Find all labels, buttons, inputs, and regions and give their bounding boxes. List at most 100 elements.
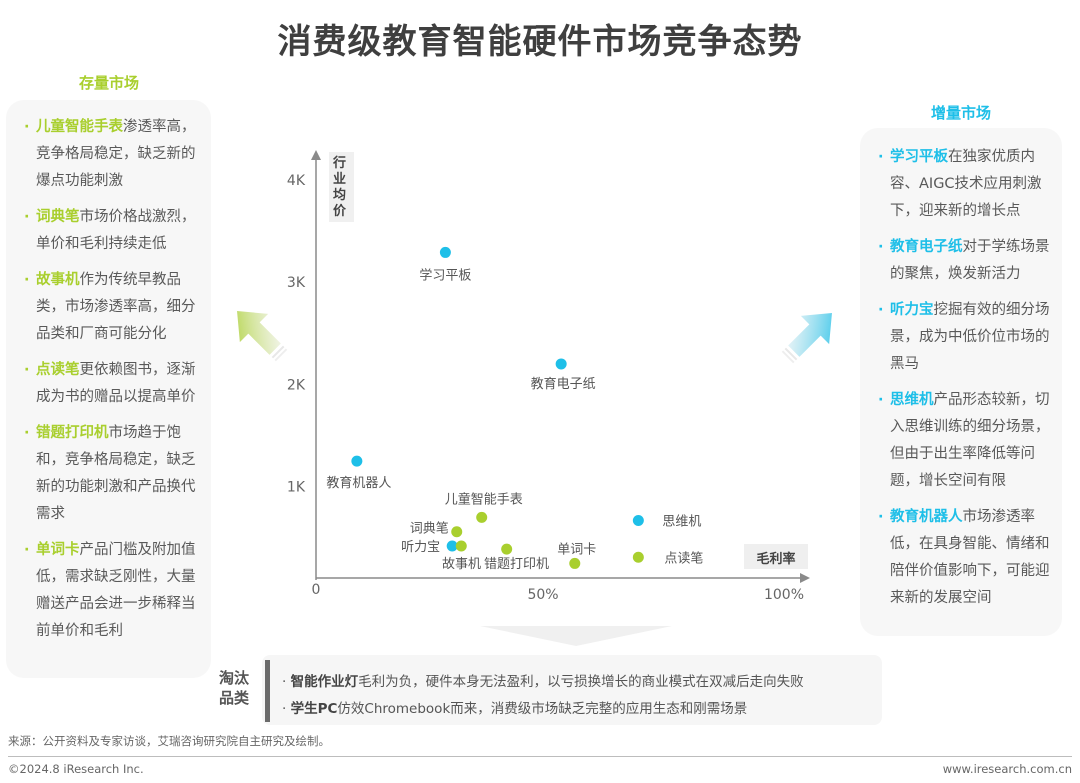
x-tick-label: 50% — [527, 587, 558, 603]
source-note: 来源：公开资料及专家访谈，艾瑞咨询研究院自主研究及绘制。 — [8, 734, 330, 748]
eliminated-item-highlight: 智能作业灯 — [290, 674, 359, 690]
down-chevron-shape — [480, 626, 672, 646]
market-item: · 教育机器人市场渗透率低，在具身智能、情绪和陪伴价值影响下，可能迎来新的发展空间 — [878, 504, 1050, 612]
market-item-text: 市场渗透率低，在具身智能、情绪和陪伴价值影响下，可能迎来新的发展空间 — [890, 509, 1050, 606]
y-tick-label: 1K — [287, 480, 306, 496]
data-point-label: 听力宝 — [401, 540, 440, 555]
market-item-highlight: 学习平板 — [890, 149, 948, 165]
stock-market-panel: ·儿童智能手表渗透率高，竞争格局稳定，缺乏新的爆点功能刺激·词典笔市场价格战激烈… — [6, 100, 211, 678]
y-axis-arrow — [311, 150, 321, 160]
data-point — [555, 358, 567, 370]
data-point-label: 教育电子纸 — [531, 376, 596, 392]
data-point — [439, 246, 451, 258]
eliminated-panel — [262, 655, 882, 725]
x-axis-arrow — [800, 573, 810, 583]
footer-divider — [8, 756, 1072, 757]
market-item-highlight: 错题打印机 — [36, 425, 109, 441]
eliminated-item-text: 毛利为负，硬件本身无法盈利，以亏损换增长的商业模式在双减后走向失败 — [358, 674, 804, 690]
market-item-highlight: 点读笔 — [36, 362, 80, 378]
growth-market-heading: 增量市场 — [930, 104, 991, 122]
market-item-highlight: 儿童智能手表 — [36, 119, 123, 135]
data-point — [455, 540, 467, 552]
y-tick-label: 3K — [287, 275, 306, 291]
market-item-text: 市场趋于饱和，竞争格局稳定，缺乏新的功能刺激和产品换代需求 — [36, 425, 196, 522]
market-item-text: 产品形态较新，切入思维训练的细分场景，但由于出生率降低等问题，增长空间有限 — [890, 392, 1050, 489]
market-item-highlight: 单词卡 — [36, 542, 80, 558]
market-item: · 听力宝挖掘有效的细分场景，成为中低价位市场的黑马 — [878, 297, 1050, 378]
market-item: · 单词卡产品门槛及附加值低，需求缺乏刚性，大量赠送产品会进一步稀释当前单价和毛利 — [24, 537, 197, 645]
market-item-text: 对于学练场景的聚焦，焕发新活力 — [890, 239, 1050, 282]
stock-arrow-icon — [237, 311, 288, 362]
y-axis-label: 行业均价 — [333, 156, 347, 219]
growth-market-list: · 学习平板在独家优质内容、AIGC技术应用刺激下，迎来新的增长点 · 教育电子纸对于… — [860, 128, 1062, 612]
bullet: · — [878, 302, 884, 318]
data-point-label: 单词卡 — [557, 542, 596, 557]
market-item-highlight: 思维机 — [890, 392, 934, 408]
market-item-highlight: 教育电子纸 — [890, 239, 963, 255]
website-link[interactable]: www.iresearch.com.cn — [942, 762, 1072, 776]
bullet: · — [24, 362, 30, 378]
eliminated-tag: 淘汰品类 — [218, 669, 249, 707]
y-axis-label-box — [329, 152, 354, 222]
data-point — [451, 526, 463, 538]
data-point-label: 思维机 — [662, 514, 701, 529]
data-point-label: 错题打印机 — [484, 557, 549, 572]
x-tick-label: 100% — [764, 587, 804, 603]
market-item-text: 产品门槛及附加值低，需求缺乏刚性，大量赠送产品会进一步稀释当前单价和毛利 — [36, 542, 196, 639]
data-point — [632, 551, 644, 563]
y-tick-label: 2K — [287, 377, 306, 393]
page-title: 消费级教育智能硬件市场竞争态势 — [277, 22, 803, 62]
data-point-label: 故事机 — [442, 557, 481, 572]
market-item: · 儿童智能手表渗透率高，竞争格局稳定，缺乏新的爆点功能刺激 — [24, 114, 197, 195]
market-item: ·思维机产品形态较新，切入思维训练的细分场景，但由于出生率降低等问题，增长空间有… — [878, 387, 1050, 495]
market-item: · 错题打印机市场趋于饱和，竞争格局稳定，缺乏新的功能刺激和产品换代需求 — [24, 420, 197, 528]
market-item-text: 渗透率高，竞争格局稳定，缺乏新的爆点功能刺激 — [36, 119, 196, 189]
market-item: · 教育电子纸对于学练场景的聚焦，焕发新活力 — [878, 234, 1050, 288]
data-point — [446, 540, 458, 552]
bullet: · — [24, 542, 30, 558]
bullet: · — [24, 272, 30, 288]
market-item-highlight: 词典笔 — [36, 209, 80, 225]
data-point — [632, 514, 644, 526]
market-item-highlight: 教育机器人 — [890, 509, 963, 525]
stock-market-heading: 存量市场 — [78, 74, 139, 92]
market-item-text: 在独家优质内容、AIGC技术应用刺激下，迎来新的增长点 — [890, 149, 1042, 219]
x-axis-label-box — [744, 544, 808, 569]
data-point-label: 点读笔 — [664, 550, 703, 566]
eliminated-item-text: 仿效Chromebook而来，消费级市场缺乏完整的应用生态和刚需场景 — [337, 701, 748, 717]
bullet: · — [282, 701, 291, 717]
eliminated-divider — [265, 660, 270, 722]
data-point — [501, 543, 513, 555]
eliminated-item: · 学生PC仿效Chromebook而来，消费级市场缺乏完整的应用生态和刚需场景 — [282, 697, 747, 717]
bullet: · — [24, 425, 30, 441]
bullet: · — [24, 119, 30, 135]
x-axis-label: 毛利率 — [756, 552, 796, 567]
market-item-text: 更依赖图书，逐渐成为书的赠品以提高单价 — [36, 362, 196, 405]
market-item-highlight: 听力宝 — [890, 302, 934, 318]
bullet: · — [24, 209, 30, 225]
data-point-label: 教育机器人 — [326, 475, 391, 491]
bullet: · — [282, 674, 291, 690]
growth-arrow-icon — [781, 313, 832, 364]
x-tick-label: 0 — [312, 582, 321, 598]
data-point — [569, 557, 581, 569]
market-item: ·故事机作为传统早教品类，市场渗透率高，细分品类和厂商可能分化 — [24, 267, 197, 348]
growth-market-panel: · 学习平板在独家优质内容、AIGC技术应用刺激下，迎来新的增长点 · 教育电子纸对于… — [860, 128, 1062, 636]
bullet: · — [878, 149, 884, 165]
market-item: · 点读笔更依赖图书，逐渐成为书的赠品以提高单价 — [24, 357, 197, 411]
data-point-label: 学习平板 — [419, 267, 471, 283]
market-item: ·词典笔市场价格战激烈，单价和毛利持续走低 — [24, 204, 197, 258]
data-point-label: 儿童智能手表 — [445, 491, 523, 507]
market-item: · 学习平板在独家优质内容、AIGC技术应用刺激下，迎来新的增长点 — [878, 144, 1050, 225]
y-tick-label: 4K — [287, 173, 306, 189]
data-point-label: 词典笔 — [410, 521, 449, 537]
bullet: · — [878, 239, 884, 255]
bullet: · — [878, 509, 884, 525]
market-item-text: 挖掘有效的细分场景，成为中低价位市场的黑马 — [890, 302, 1050, 372]
stock-market-list: ·儿童智能手表渗透率高，竞争格局稳定，缺乏新的爆点功能刺激·词典笔市场价格战激烈… — [6, 100, 211, 645]
data-point — [476, 511, 488, 523]
eliminated-item: · 智能作业灯毛利为负，硬件本身无法盈利，以亏损换增长的商业模式在双减后走向失败 — [282, 670, 804, 690]
copyright: ©2024.8 iResearch Inc. — [8, 762, 144, 776]
eliminated-item-highlight: 学生PC — [290, 701, 338, 717]
